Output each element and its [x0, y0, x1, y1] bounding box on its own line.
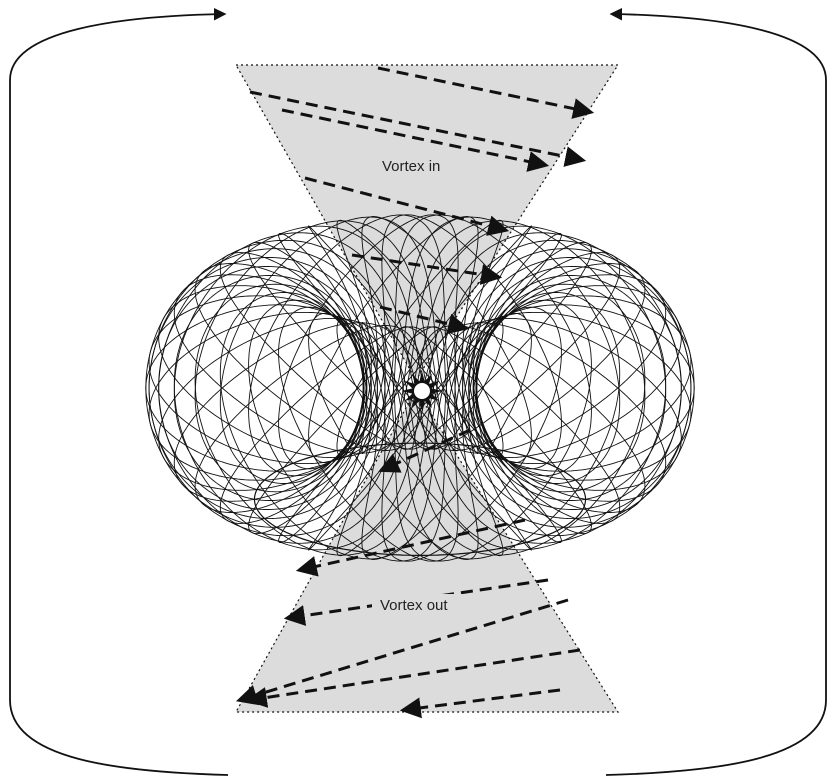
- vortex-out-label: Vortex out: [380, 597, 448, 614]
- torus-mesh-line: [468, 284, 645, 463]
- torus-mesh-line: [195, 313, 372, 492]
- torus-mesh-line: [195, 284, 372, 463]
- right-circulation-arrow: [606, 14, 826, 775]
- torus-mesh-line: [249, 242, 364, 533]
- vortex-in-label: Vortex in: [382, 158, 440, 175]
- torus-mesh-line: [468, 313, 645, 492]
- torus-mesh-line: [477, 242, 592, 533]
